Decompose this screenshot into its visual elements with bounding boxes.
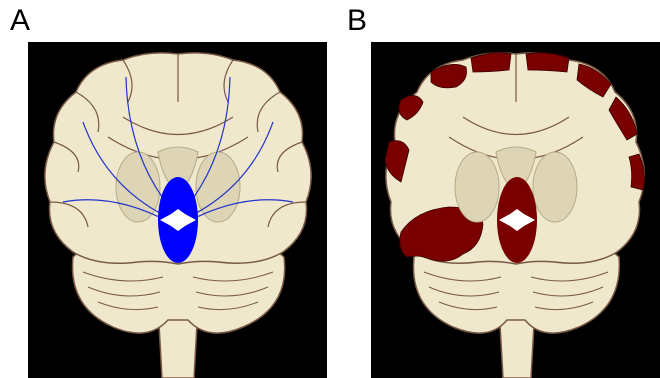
panel-a-label: A: [10, 6, 30, 36]
panel-b-label: B: [347, 6, 367, 36]
panel-a-svg: [28, 42, 327, 378]
panel-a-brain-section: [28, 42, 327, 378]
panel-b-svg: [371, 42, 660, 378]
panel-b-brain-section: [371, 42, 660, 378]
